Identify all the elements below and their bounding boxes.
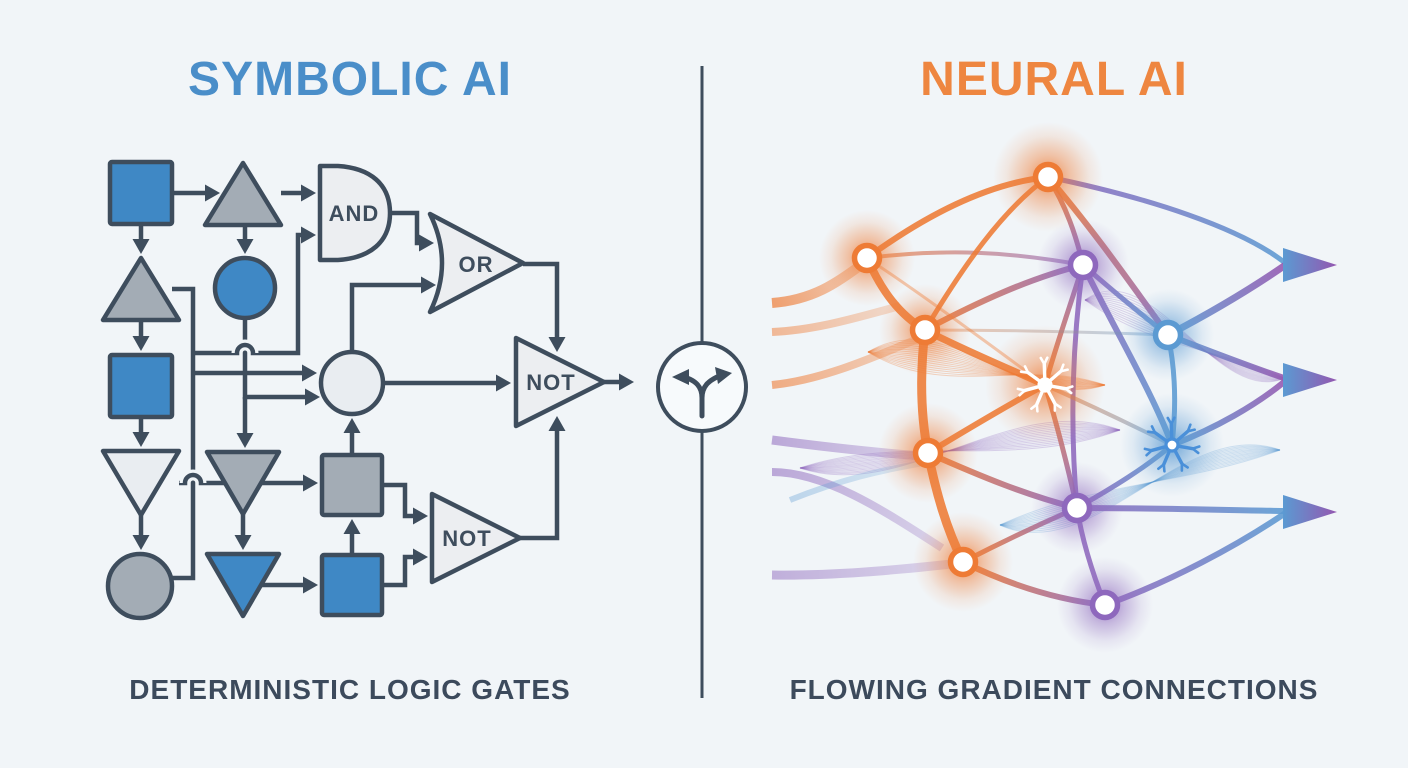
node-ring-icon <box>1032 161 1064 193</box>
node-ring-icon <box>1067 249 1099 281</box>
diagram-node-triangle-top <box>202 160 284 228</box>
arrowhead-icon <box>305 388 320 406</box>
neuron-node-n11 <box>1057 557 1153 653</box>
arrowhead-icon <box>419 234 434 252</box>
arrowhead-icon <box>234 535 252 550</box>
neuron-node-n5 <box>1122 289 1214 381</box>
gate-label: NOT <box>442 526 491 551</box>
logic-connector <box>382 482 416 519</box>
arrowhead-icon <box>132 336 150 351</box>
symbolic-ai-caption: DETERMINISTIC LOGIC GATES <box>129 674 571 705</box>
symbolic-ai-title: SYMBOLIC AI <box>188 53 512 106</box>
output-arrow-icon <box>1283 363 1337 397</box>
diagram-node-or-gate <box>427 211 526 315</box>
arrowhead-icon <box>236 239 254 254</box>
arrowhead-icon <box>205 184 220 202</box>
arrowhead-icon <box>343 519 361 534</box>
node-ring-icon <box>909 314 941 346</box>
node-ring-icon <box>912 437 944 469</box>
diagram-node-triangle-light <box>100 448 182 518</box>
diagram-node-not-gate-2 <box>429 491 523 585</box>
logic-connector <box>520 428 560 541</box>
neuron-node-n6 <box>985 325 1105 445</box>
neuron-node-n4 <box>879 284 971 376</box>
arrowhead-icon <box>619 373 634 391</box>
gate-label: NOT <box>526 370 575 395</box>
neural-ai-caption: FLOWING GRADIENT CONNECTIONS <box>789 674 1319 705</box>
neuron-node-n2 <box>819 210 915 306</box>
arrowhead-icon <box>548 337 566 352</box>
arrowhead-icon <box>132 239 150 254</box>
node-ring-icon <box>947 546 979 578</box>
neuron-node-n7 <box>878 403 978 503</box>
diagram-node-input-square-top <box>107 159 175 227</box>
neuron-node-n8 <box>1120 393 1224 497</box>
arrowhead-icon <box>236 433 254 448</box>
neuron-node-n10 <box>913 512 1013 612</box>
diagram-node-junction-circle <box>318 349 386 417</box>
logic-connector <box>382 554 416 588</box>
neuron-glyph-icon <box>1037 377 1053 393</box>
logic-gate-diagram: AND OR NOT NOT <box>100 159 634 621</box>
node-ring-icon <box>851 242 883 274</box>
neuron-node-n1 <box>993 122 1103 232</box>
diagram-node-and-gate <box>317 163 393 263</box>
node-ring-icon <box>1152 319 1184 351</box>
arrowhead-icon <box>548 416 566 431</box>
diagram-node-not-gate-1 <box>513 335 607 429</box>
diagram-node-triangle-blue <box>204 551 282 619</box>
diagram-node-triangle-mid <box>204 449 282 517</box>
diagram-node-triangle-left <box>100 255 182 323</box>
arrowhead-icon <box>421 276 436 294</box>
diagram-node-gray-circle <box>105 551 175 621</box>
neuron-node-n3 <box>1037 219 1129 311</box>
diagram-node-blue-circle <box>212 255 278 321</box>
gate-label: OR <box>459 252 494 277</box>
arrowhead-icon <box>496 374 511 392</box>
logic-connector <box>349 282 424 352</box>
output-arrow-icon <box>1283 495 1337 529</box>
arrowhead-icon <box>301 184 316 202</box>
arrowhead-icon <box>413 548 428 566</box>
input-ribbon <box>771 468 945 552</box>
logic-connector <box>389 210 422 246</box>
logic-connector <box>523 261 560 340</box>
diagram-node-gray-square <box>319 452 385 518</box>
arrowhead-icon <box>303 474 318 492</box>
arrowhead-icon <box>301 226 316 244</box>
neural-ai-title: NEURAL AI <box>920 53 1188 106</box>
diagram-node-output-square <box>319 552 385 618</box>
neuron-node-n9 <box>1031 462 1123 554</box>
arrowhead-icon <box>413 507 428 525</box>
neuron-glyph-icon <box>1164 437 1180 453</box>
arrowhead-icon <box>132 535 150 550</box>
arrowhead-icon <box>303 576 318 594</box>
branch-arrows-icon <box>656 341 748 433</box>
node-ring-icon <box>1061 492 1093 524</box>
diagram-node-square-mid <box>107 352 175 420</box>
arrowhead-icon <box>302 364 317 382</box>
neural-network <box>771 122 1337 653</box>
logic-connector <box>172 286 196 581</box>
arrowhead-icon <box>132 432 150 447</box>
output-arrow-icon <box>1283 248 1337 282</box>
arrowhead-icon <box>343 418 361 433</box>
center-divider <box>656 66 748 698</box>
node-ring-icon <box>1089 589 1121 621</box>
gate-label: AND <box>329 201 380 226</box>
